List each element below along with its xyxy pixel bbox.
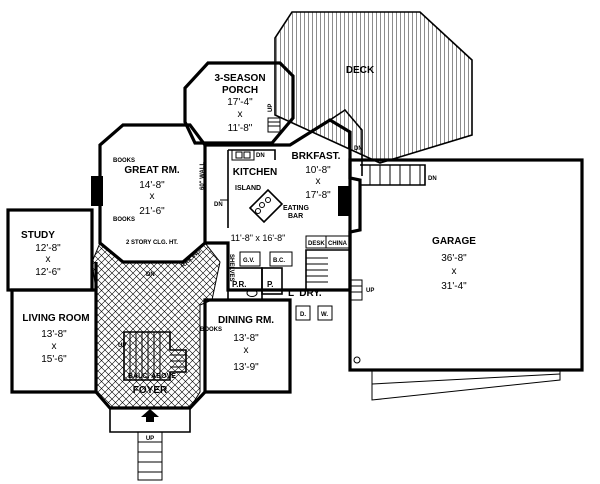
kitchen: KITCHEN ISLAND EATING BAR 11'-8" x 16'-8…: [214, 149, 309, 282]
porch-width: 17'-4": [227, 97, 253, 108]
deck: DECK: [274, 11, 473, 164]
dryer-label: D.: [300, 312, 306, 318]
garage: GARAGE 36'-8" x 31'-4": [353, 236, 476, 364]
breakfast-title: BRKFAST.: [292, 151, 341, 162]
bc-label: B.C.: [273, 258, 285, 264]
dining-room-x: x: [244, 345, 249, 356]
pantry-label: P.: [267, 280, 274, 289]
entry-porch: UP: [109, 408, 191, 481]
study-width: 12'-8": [35, 243, 61, 254]
tile-floor: [91, 242, 221, 409]
porch-depth: 11'-8": [228, 123, 253, 134]
kitchen-dn: DN: [214, 202, 223, 208]
great-room-width: 14'-8": [139, 180, 165, 191]
porch-title-2: PORCH: [222, 85, 258, 96]
study: STUDY 12'-8" x 12'-6": [21, 230, 61, 278]
porch: 3-SEASON PORCH 17'-4" x 11'-8" UP: [183, 61, 295, 145]
breakfast-width: 10'-8": [305, 165, 331, 176]
books-label-1: BOOKS: [113, 158, 135, 164]
breakfast-fireplace: [338, 186, 350, 216]
great-room-ceiling: 2 STORY CLG. HT.: [126, 240, 178, 246]
balcony-label: BALC. ABOVE: [128, 373, 176, 380]
breakfast: BRKFAST. 10'-8" x 17'-8" DN: [292, 146, 363, 216]
books-label-2: BOOKS: [113, 217, 135, 223]
water-heater-icon: [353, 356, 361, 364]
foyer-title: FOYER: [133, 385, 168, 396]
kitchen-dn-porch: DN: [256, 153, 265, 159]
dining-room-title: DINING RM.: [218, 315, 274, 326]
living-room: LIVING ROOM 13'-8" x 15'-6": [22, 313, 89, 365]
wall-60-label: 60" WALL: [200, 161, 206, 190]
washer-label: W.: [321, 312, 328, 318]
gv-label: G.V.: [243, 258, 255, 264]
kitchen-title: KITCHEN: [233, 167, 277, 178]
china-label: CHINA: [328, 241, 348, 247]
porch-x: x: [238, 109, 243, 120]
powder-room-label: P.R.: [232, 280, 247, 289]
study-depth: 12'-6": [35, 267, 61, 278]
porch-title-1: 3-SEASON: [214, 73, 265, 84]
deck-stair-dn: DN: [428, 176, 437, 182]
study-x: x: [46, 254, 51, 265]
great-room-depth: 21'-6": [139, 206, 165, 217]
foyer-up-label: UP: [118, 343, 126, 349]
garage-width: 36'-8": [441, 253, 467, 264]
books-label-3: BOOKS: [200, 327, 222, 333]
eating-bar-2: BAR: [288, 213, 303, 220]
living-room-width: 13'-8": [41, 329, 67, 340]
breakfast-dn: DN: [354, 146, 363, 152]
great-room-x: x: [150, 191, 155, 202]
foyer: FOYER: [133, 385, 168, 396]
living-room-title: LIVING ROOM: [22, 313, 89, 324]
garage-title: GARAGE: [432, 236, 476, 247]
study-title: STUDY: [21, 230, 55, 241]
breakfast-x: x: [316, 176, 321, 187]
living-room-depth: 15'-6": [41, 354, 67, 365]
dining-room: DINING RM. 13'-8" x 13'-9" BOOKS: [200, 315, 274, 373]
porch-stair: [267, 117, 281, 133]
garage-depth: 31'-4": [441, 281, 467, 292]
kitchen-island: ISLAND: [235, 185, 261, 192]
desk-label: DESK: [308, 241, 325, 247]
great-room-title: GREAT RM.: [124, 165, 180, 176]
eating-bar-1: EATING: [283, 205, 309, 212]
garage-x: x: [452, 266, 457, 277]
kitchen-dims: 11'-8" x 16'-8": [231, 233, 286, 243]
breakfast-depth: 17'-8": [305, 190, 331, 201]
living-room-x: x: [52, 341, 57, 352]
garage-up-label: UP: [366, 288, 374, 294]
deck-label: DECK: [346, 65, 375, 76]
dining-room-depth: 13'-9": [233, 362, 259, 373]
laundry-label: L' DRY.: [288, 288, 322, 299]
great-room-dn: DN: [146, 272, 155, 278]
fireplace: [91, 176, 103, 206]
dining-room-width: 13'-8": [233, 333, 259, 344]
entry-up-label: UP: [146, 436, 154, 442]
porch-up-label: UP: [268, 104, 274, 112]
entry-arrow-icon: [141, 409, 159, 422]
foyer-stair: UP BALC. ABOVE: [118, 331, 187, 381]
utility-area: DESK CHINA G.V. B.C. P.R. P. L' DRY. D. …: [227, 235, 374, 321]
deck-stair: DN: [360, 164, 437, 186]
